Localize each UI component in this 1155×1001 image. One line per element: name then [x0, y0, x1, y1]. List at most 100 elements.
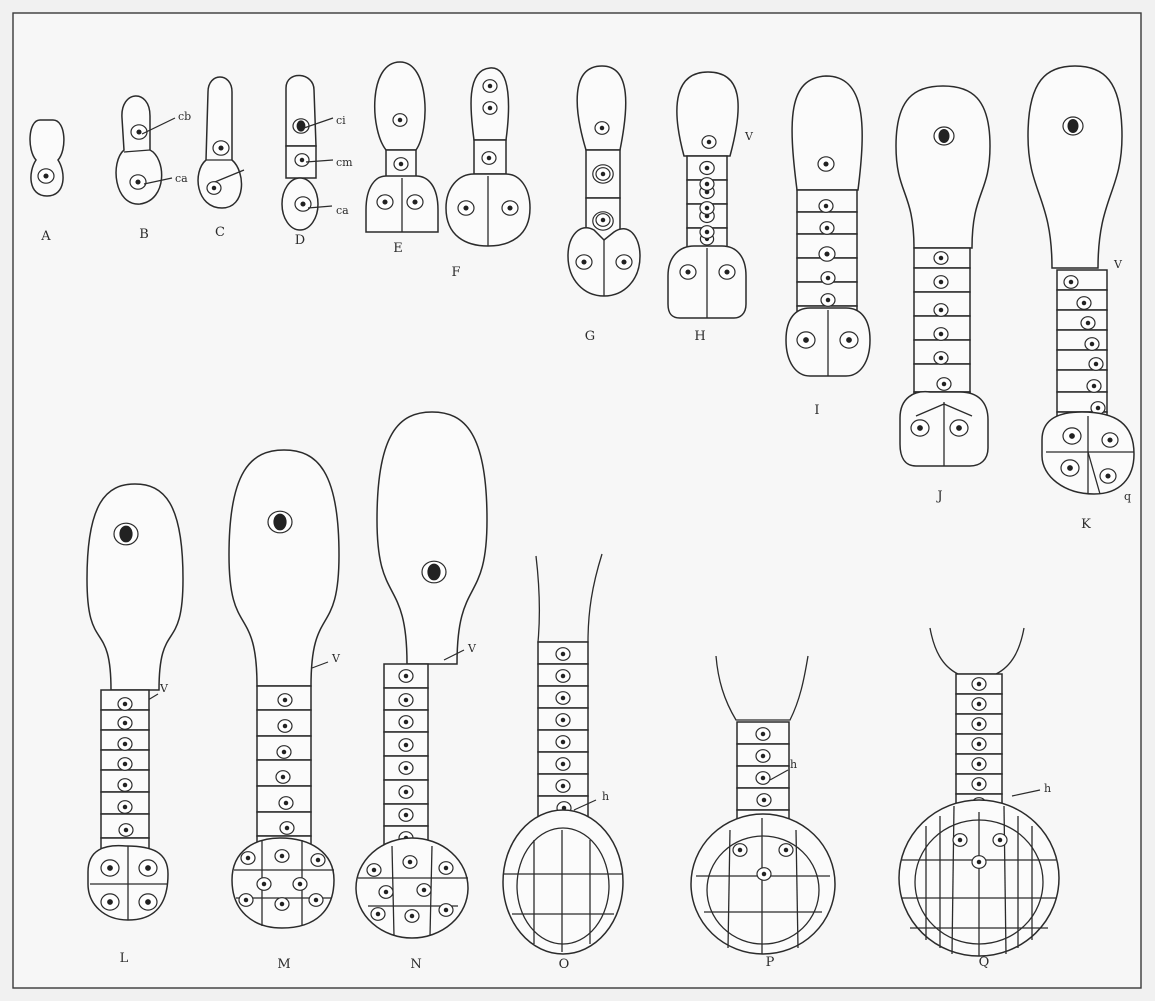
- nucleolus: [398, 118, 402, 122]
- nucleus: [819, 200, 833, 213]
- stage-label: Q: [979, 955, 990, 970]
- nucleus: [399, 670, 413, 683]
- nucleolus: [977, 782, 981, 786]
- nucleus: [118, 698, 132, 711]
- nucleolus: [280, 854, 284, 858]
- nucleolus: [404, 743, 408, 747]
- nucleus: [680, 265, 696, 279]
- stage-label: G: [585, 329, 595, 344]
- nucleus: [377, 195, 393, 209]
- nucleolus: [404, 790, 408, 794]
- nucleolus: [917, 425, 923, 431]
- nucleus: [719, 265, 735, 279]
- nucleolus: [283, 724, 287, 728]
- nucleolus: [1069, 280, 1073, 284]
- nucleus: [934, 328, 948, 341]
- nucleolus: [123, 805, 127, 809]
- nucleolus: [621, 259, 626, 264]
- nucleus: [840, 332, 858, 348]
- part-label-cm: cm: [336, 156, 353, 169]
- basal-cell: [375, 62, 425, 150]
- nucleolus: [124, 828, 128, 832]
- embryo-proper: [503, 810, 623, 954]
- nucleolus: [123, 742, 127, 746]
- nucleolus: [300, 158, 304, 162]
- nucleus: [972, 698, 986, 711]
- nucleus: [399, 762, 413, 775]
- nucleus: [757, 794, 771, 807]
- nucleus: [407, 195, 423, 209]
- nucleolus: [724, 269, 729, 274]
- nucleolus: [762, 798, 766, 802]
- nucleolus: [399, 162, 403, 166]
- nucleus: [700, 202, 714, 215]
- nucleus: [934, 276, 948, 289]
- nucleus: [700, 162, 714, 175]
- nucleus: [403, 856, 417, 869]
- nucleolus: [507, 205, 512, 210]
- nucleolus: [487, 156, 491, 160]
- nucleolus: [561, 784, 565, 788]
- nucleolus: [581, 259, 586, 264]
- nucleus: [399, 694, 413, 707]
- nucleolus: [601, 218, 605, 222]
- nucleus: [1102, 433, 1118, 447]
- nucleus: [458, 201, 474, 215]
- nucleolus: [939, 332, 943, 336]
- nucleus: [483, 102, 497, 115]
- nucleolus: [410, 914, 414, 918]
- nucleus: [820, 222, 834, 235]
- stage-label: J: [935, 489, 942, 504]
- nucleolus: [1069, 433, 1075, 439]
- nucleus: [278, 720, 292, 733]
- nucleus: [482, 152, 496, 165]
- embryo-proper: [691, 814, 835, 954]
- nucleolus: [1105, 473, 1110, 478]
- nucleus: [213, 141, 229, 155]
- part-label-h: h: [602, 790, 609, 803]
- nucleolus: [1094, 362, 1098, 366]
- nucleus: [937, 378, 951, 391]
- nucleolus: [488, 106, 492, 110]
- nucleolus: [958, 838, 962, 842]
- part-label-h: h: [1044, 782, 1051, 795]
- nucleus: [1063, 117, 1083, 135]
- nucleolus: [600, 126, 604, 130]
- nucleolus: [107, 899, 113, 905]
- nucleolus: [561, 696, 565, 700]
- nucleolus: [284, 801, 288, 805]
- nucleolus: [384, 890, 388, 894]
- nucleolus: [444, 866, 448, 870]
- nucleolus: [297, 120, 306, 131]
- suspensor-cell: [1057, 330, 1107, 350]
- nucleolus: [846, 337, 852, 343]
- nucleolus: [707, 140, 711, 144]
- stage-label: K: [1081, 517, 1091, 532]
- nucleus: [118, 801, 132, 814]
- nucleus: [118, 738, 132, 751]
- stage-label: M: [277, 957, 290, 972]
- nucleus: [483, 80, 497, 93]
- nucleolus: [280, 902, 284, 906]
- nucleus: [399, 739, 413, 752]
- nucleolus: [803, 337, 809, 343]
- nucleus: [972, 718, 986, 731]
- nucleolus: [1068, 119, 1079, 133]
- nucleolus: [685, 269, 690, 274]
- nucleus: [239, 894, 253, 907]
- nucleus: [38, 169, 54, 183]
- nucleolus: [43, 173, 48, 178]
- nucleus: [293, 119, 309, 133]
- part-label-v: V: [744, 130, 754, 143]
- stage-label: L: [120, 951, 129, 966]
- nucleus: [405, 910, 419, 923]
- nucleus: [556, 670, 570, 683]
- nucleus: [934, 127, 954, 145]
- nucleus: [779, 844, 793, 857]
- part-label-ci: ci: [336, 114, 346, 127]
- stage-label: P: [766, 955, 775, 970]
- nucleolus: [761, 732, 765, 736]
- nucleus: [257, 878, 271, 891]
- nucleus: [131, 125, 147, 139]
- nucleolus: [824, 204, 828, 208]
